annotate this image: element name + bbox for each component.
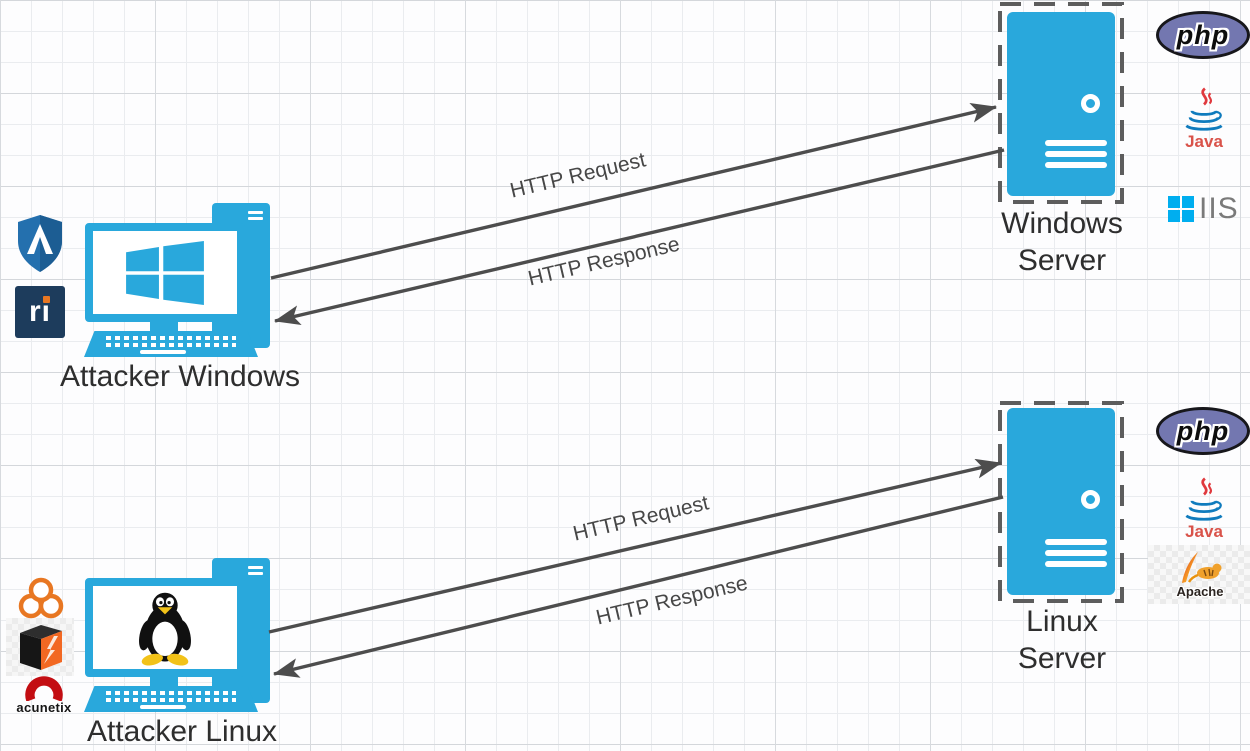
server-drive-bay bbox=[1045, 561, 1107, 567]
php-badge-icon: php bbox=[1156, 407, 1250, 455]
windows-server-label-line1: Windows bbox=[1001, 207, 1123, 240]
keyboard-spacebar bbox=[140, 705, 186, 709]
linux-server-icon bbox=[1007, 408, 1115, 595]
apache-label: Apache bbox=[1176, 583, 1224, 599]
linux-server-label: Linux Server bbox=[987, 603, 1137, 677]
monitor-stand bbox=[150, 320, 178, 333]
php-badge-icon: php bbox=[1156, 11, 1250, 59]
computer-keyboard bbox=[84, 331, 258, 357]
ri-tool-label: ri bbox=[28, 295, 51, 328]
computer-keyboard bbox=[84, 686, 258, 712]
http-response-label-top: HTTP Response bbox=[525, 232, 682, 291]
http-request-label-bottom: HTTP Request bbox=[570, 491, 711, 546]
iis-label: IIS bbox=[1199, 192, 1239, 225]
http-request-label-top: HTTP Request bbox=[507, 148, 648, 203]
linux-server-label-line2: Server bbox=[1017, 642, 1107, 675]
server-drive-bay bbox=[1045, 162, 1107, 168]
monitor-screen bbox=[85, 578, 245, 677]
windows-flag-icon bbox=[1168, 196, 1194, 222]
server-drive-bay bbox=[1045, 539, 1107, 545]
attacker-windows-computer-icon bbox=[78, 200, 278, 362]
attacker-linux-label: Attacker Linux bbox=[86, 715, 278, 748]
http-response-arrow-top bbox=[274, 148, 1005, 326]
monitor-stand bbox=[150, 675, 178, 688]
php-label: php bbox=[1176, 415, 1230, 446]
server-drive-bay bbox=[1045, 550, 1107, 556]
monitor-screen bbox=[85, 223, 245, 322]
java-icon: Java bbox=[1174, 86, 1234, 152]
tux-linux-icon bbox=[139, 592, 191, 666]
server-power-button bbox=[1081, 94, 1100, 113]
iis-icon: IIS bbox=[1168, 192, 1239, 226]
trefoil-tool-icon bbox=[18, 576, 64, 622]
windows-logo-icon bbox=[126, 240, 204, 305]
server-drive-bay bbox=[1045, 151, 1107, 157]
keyboard-keys-row bbox=[106, 691, 236, 695]
keyboard-keys-row bbox=[106, 698, 236, 702]
attacker-linux-computer-icon bbox=[78, 555, 278, 717]
keyboard-spacebar bbox=[140, 350, 186, 354]
attacker-windows-label: Attacker Windows bbox=[59, 360, 301, 393]
acunetix-tool-icon: acunetix bbox=[5, 671, 83, 715]
ri-tool-icon: ri bbox=[15, 286, 65, 338]
keyboard-keys-row bbox=[106, 343, 236, 347]
java-label: Java bbox=[1185, 132, 1223, 151]
http-response-label-bottom: HTTP Response bbox=[593, 571, 750, 630]
java-label: Java bbox=[1185, 522, 1223, 541]
tower-vent-line bbox=[248, 566, 263, 569]
php-label: php bbox=[1176, 19, 1230, 50]
java-icon: Java bbox=[1174, 476, 1234, 542]
apache-icon: Apache bbox=[1148, 545, 1250, 604]
windows-server-label: Windows Server bbox=[987, 205, 1137, 279]
keyboard-keys-row bbox=[106, 336, 236, 340]
windows-server-label-line2: Server bbox=[1017, 244, 1107, 277]
acunetix-arch-icon bbox=[25, 676, 63, 701]
ri-orange-dot bbox=[43, 296, 50, 303]
server-drive-bay bbox=[1045, 140, 1107, 146]
shield-scanner-tool-icon bbox=[16, 214, 64, 274]
linux-server-label-line1: Linux bbox=[1026, 605, 1098, 638]
tower-vent-line bbox=[248, 217, 263, 220]
apache-feather-icon bbox=[1182, 551, 1222, 583]
cube-lightning-tool-icon bbox=[12, 621, 68, 673]
tower-vent-line bbox=[248, 211, 263, 214]
server-power-button bbox=[1081, 490, 1100, 509]
tower-vent-line bbox=[248, 572, 263, 575]
acunetix-label: acunetix bbox=[16, 700, 72, 715]
windows-server-icon bbox=[1007, 12, 1115, 196]
